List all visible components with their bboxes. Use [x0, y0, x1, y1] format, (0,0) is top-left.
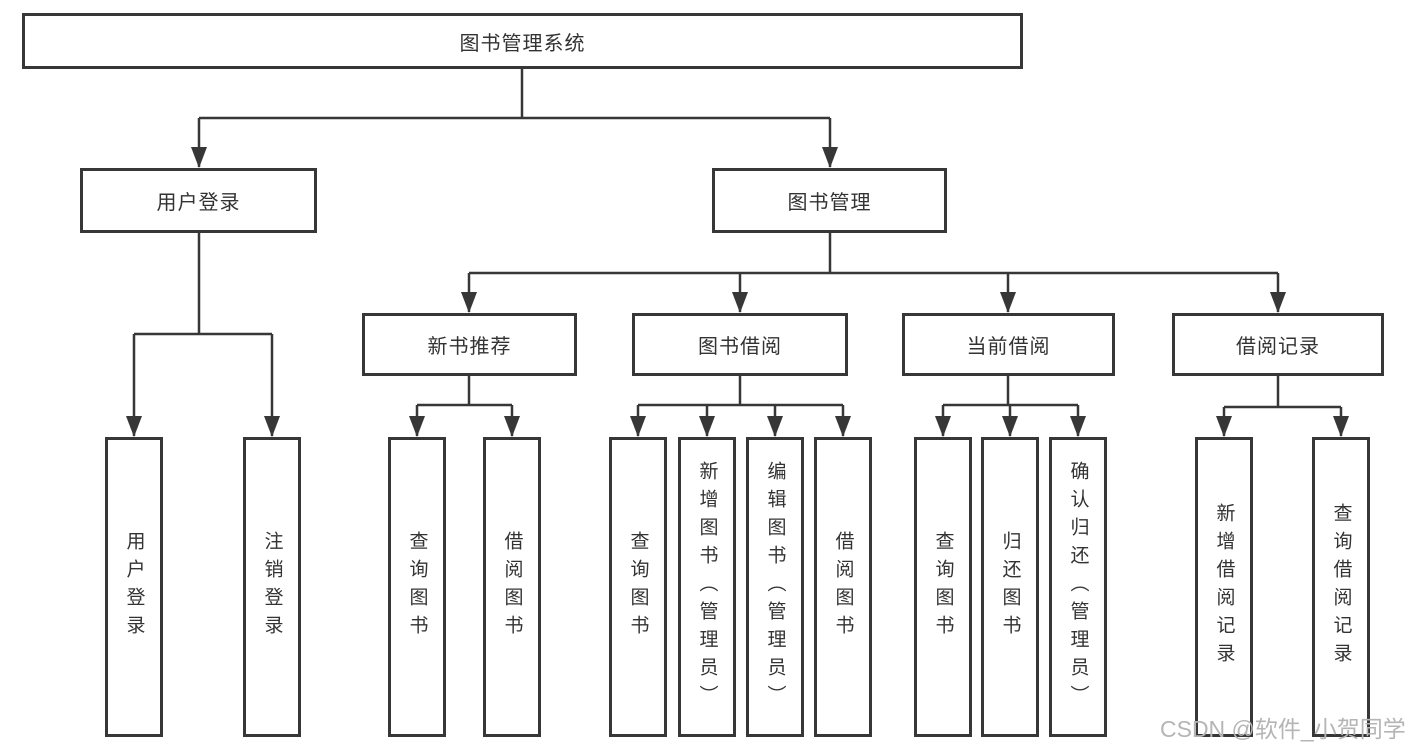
- leaf-query-borrow-record: 查询借阅记录: [1312, 437, 1370, 737]
- node-current-borrowing: 当前借阅: [902, 313, 1115, 376]
- leaf-query-book-current-label: 查询图书: [932, 531, 954, 643]
- leaf-user-login-label: 用户登录: [123, 531, 145, 643]
- leaf-query-borrow-record-label: 查询借阅记录: [1330, 503, 1352, 671]
- leaf-query-book-borrowing: 查询图书: [609, 437, 667, 737]
- node-root-label: 图书管理系统: [459, 32, 586, 55]
- leaf-add-borrow-record-label: 新增借阅记录: [1213, 503, 1235, 671]
- leaf-edit-book-admin-label: 编辑图书（管理员）: [764, 461, 786, 713]
- leaf-add-borrow-record: 新增借阅记录: [1195, 437, 1253, 737]
- leaf-add-book-admin-label: 新增图书（管理员）: [696, 461, 718, 713]
- node-root-system: 图书管理系统: [22, 13, 1023, 69]
- node-borrowing-records: 借阅记录: [1172, 313, 1384, 376]
- leaf-confirm-return-admin: 确认归还（管理员）: [1049, 437, 1107, 737]
- node-book-borrowing: 图书借阅: [632, 313, 848, 376]
- node-new-book-recommend: 新书推荐: [362, 313, 577, 376]
- leaf-logout: 注销登录: [243, 437, 301, 737]
- leaf-user-login: 用户登录: [105, 437, 163, 737]
- node-user-login-label: 用户登录: [156, 192, 241, 214]
- leaf-borrow-book-recommend-label: 借阅图书: [501, 531, 523, 643]
- node-book-borrowing-label: 图书借阅: [698, 336, 782, 358]
- leaf-borrow-book-label: 借阅图书: [832, 531, 854, 643]
- leaf-query-book-borrowing-label: 查询图书: [627, 531, 649, 643]
- leaf-query-book-recommend-label: 查询图书: [406, 531, 428, 643]
- leaf-confirm-return-admin-label: 确认归还（管理员）: [1067, 461, 1089, 713]
- leaf-query-book-current: 查询图书: [914, 437, 972, 737]
- leaf-return-book-label: 归还图书: [999, 531, 1021, 643]
- leaf-query-book-recommend: 查询图书: [388, 437, 446, 737]
- leaf-borrow-book: 借阅图书: [814, 437, 872, 737]
- node-book-management-label: 图书管理: [787, 192, 872, 214]
- node-borrowing-records-label: 借阅记录: [1236, 336, 1320, 358]
- leaf-borrow-book-recommend: 借阅图书: [483, 437, 541, 737]
- node-new-book-recommend-label: 新书推荐: [427, 336, 512, 358]
- node-current-borrowing-label: 当前借阅: [966, 336, 1051, 358]
- leaf-return-book: 归还图书: [981, 437, 1039, 737]
- node-book-management: 图书管理: [712, 168, 947, 233]
- leaf-edit-book-admin: 编辑图书（管理员）: [746, 437, 804, 737]
- csdn-watermark: CSDN @软件_小贺同学: [1160, 716, 1405, 742]
- node-user-login: 用户登录: [80, 168, 317, 233]
- leaf-logout-label: 注销登录: [261, 531, 283, 643]
- leaf-add-book-admin: 新增图书（管理员）: [678, 437, 736, 737]
